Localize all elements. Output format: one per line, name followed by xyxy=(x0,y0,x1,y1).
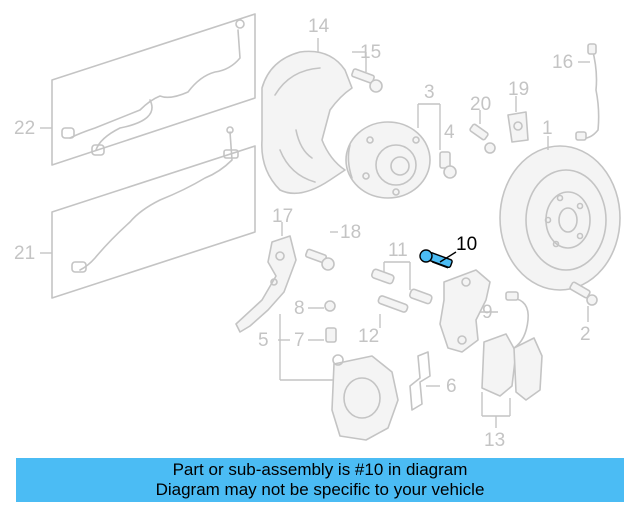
part-18-bolt[interactable]: 18 xyxy=(304,222,361,271)
callout-4[interactable]: 4 xyxy=(444,122,455,143)
callout-2[interactable]: 2 xyxy=(580,324,591,345)
part-13-brake-pads[interactable]: 13 xyxy=(481,333,543,451)
part-9-caliper-bracket[interactable]: 9 xyxy=(439,269,498,353)
part-14-splash-shield[interactable]: 14 xyxy=(261,16,353,195)
callout-1[interactable]: 1 xyxy=(542,118,553,139)
banner-line-1: Part or sub-assembly is #10 in diagram xyxy=(172,460,468,479)
callout-20[interactable]: 20 xyxy=(470,94,491,115)
callout-16[interactable]: 16 xyxy=(552,52,573,73)
callout-22[interactable]: 22 xyxy=(14,118,35,139)
part-17-bracket[interactable]: 17 xyxy=(235,206,297,333)
part-3-hub-assembly[interactable]: 3 xyxy=(345,82,441,199)
wear-sensor-wire xyxy=(505,291,529,349)
part-12-guide-pin[interactable]: 12 xyxy=(358,295,409,347)
part-20-bolt[interactable]: 20 xyxy=(469,94,496,154)
callout-6[interactable]: 6 xyxy=(446,376,457,397)
part-6-spring-clip[interactable]: 6 xyxy=(409,351,457,411)
part-4-bolt[interactable]: 4 xyxy=(439,122,457,179)
callout-14[interactable]: 14 xyxy=(308,16,330,37)
part-16-brake-hose[interactable]: 16 xyxy=(552,43,600,141)
callout-10[interactable]: 10 xyxy=(456,234,477,255)
callout-19[interactable]: 19 xyxy=(508,79,529,100)
callout-9[interactable]: 9 xyxy=(482,302,493,323)
part-8-cap[interactable]: 8 xyxy=(294,298,336,319)
panel-21: 21 xyxy=(14,126,256,299)
part-1-brake-rotor[interactable]: 1 xyxy=(499,118,621,291)
part-19-sensor[interactable]: 19 xyxy=(507,79,529,143)
callout-5[interactable]: 5 xyxy=(258,330,269,351)
callout-17[interactable]: 17 xyxy=(272,206,293,227)
callout-12[interactable]: 12 xyxy=(358,326,379,347)
callout-11[interactable]: 11 xyxy=(388,240,408,261)
part-2-bolt[interactable]: 2 xyxy=(569,281,598,345)
callout-8[interactable]: 8 xyxy=(294,298,305,319)
part-7-bleeder[interactable]: 7 xyxy=(294,327,337,351)
callout-15[interactable]: 15 xyxy=(360,42,381,63)
callout-13[interactable]: 13 xyxy=(484,430,505,451)
part-10-bolt-highlighted[interactable]: 10 xyxy=(419,234,477,269)
part-15-bolt[interactable]: 15 xyxy=(351,42,383,93)
callout-18[interactable]: 18 xyxy=(340,222,361,243)
banner-line-2: Diagram may not be specific to your vehi… xyxy=(155,480,485,499)
callout-21[interactable]: 21 xyxy=(14,243,35,264)
part-5-caliper[interactable]: 5 xyxy=(258,314,399,441)
callout-3[interactable]: 3 xyxy=(424,82,435,103)
info-banner: Part or sub-assembly is #10 in diagram D… xyxy=(16,458,624,502)
part-11-guide-pin[interactable]: 11 xyxy=(370,240,433,305)
brake-assembly-diagram: 22 21 14 15 3 xyxy=(14,13,621,451)
panel-22: 22 xyxy=(14,13,256,166)
callout-7[interactable]: 7 xyxy=(294,330,305,351)
